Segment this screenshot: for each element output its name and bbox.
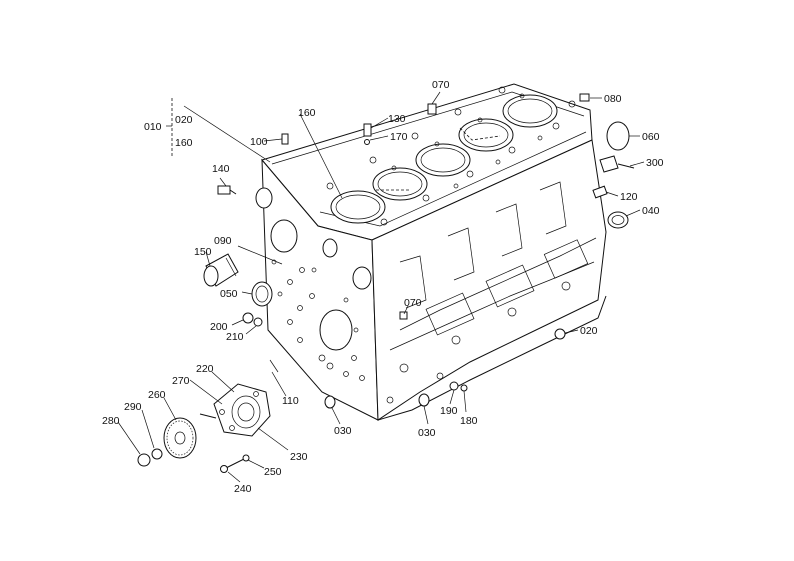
label-070-top: 070 [432,79,450,91]
label-100: 100 [250,136,268,148]
nut-washer-280-290 [137,448,163,467]
cylinder-bores [330,94,558,224]
oil-seal-050 [251,281,273,307]
label-020-top: 020 [175,114,193,126]
label-200: 200 [210,321,228,333]
pin-130-170 [363,123,372,145]
plug-070-top [427,103,437,115]
part-labels: 010 020 160 100 160 130 170 070 080 060 … [102,79,664,495]
label-150: 150 [194,246,212,258]
label-260: 260 [148,389,166,401]
bolt-200-210 [242,312,263,327]
plug-020-right [554,328,566,340]
label-010: 010 [144,121,162,133]
label-060: 060 [642,131,660,143]
label-030-left: 030 [334,425,352,437]
front-face-features [255,187,372,381]
bolt-240-250 [220,454,250,473]
oil-pump-230 [199,383,271,437]
label-140: 140 [212,163,230,175]
label-120: 120 [620,191,638,203]
plug-070-side [399,311,408,320]
label-170: 170 [390,131,408,143]
label-180: 180 [460,415,478,427]
deck-bolt-holes [326,86,576,226]
label-040: 040 [642,205,660,217]
label-250: 250 [264,466,282,478]
leader-lines [117,91,645,483]
oil-pump-gear-260 [163,417,197,459]
label-160: 160 [298,107,316,119]
pin-100 [281,133,289,145]
side-face-ribs [386,181,597,404]
sensor-300 [599,155,635,173]
label-110: 110 [282,395,299,407]
plug-080 [579,93,590,102]
plug-030 [324,393,430,409]
label-210: 210 [226,331,244,343]
label-280: 280 [102,415,120,427]
cap-040 [607,211,629,229]
label-300: 300 [646,157,664,169]
hidden-line-2 [459,127,501,141]
crankcase-block [261,83,607,421]
label-160-top: 160 [175,137,193,149]
label-190: 190 [440,405,458,417]
bolt-180-190 [449,381,468,392]
bolt-140 [217,185,237,195]
label-240: 240 [234,483,252,495]
label-070-side: 070 [404,297,422,309]
label-270: 270 [172,375,190,387]
label-130: 130 [388,113,406,125]
label-290: 290 [124,401,142,413]
label-080: 080 [604,93,622,105]
label-220: 220 [196,363,214,375]
label-020-side: 020 [580,325,598,337]
plug-120 [592,185,608,199]
label-090: 090 [214,235,232,247]
end-cap-060 [606,121,630,151]
bushing-150 [203,253,239,287]
label-050: 050 [220,288,238,300]
label-030-right: 030 [418,427,436,439]
label-230: 230 [290,451,308,463]
